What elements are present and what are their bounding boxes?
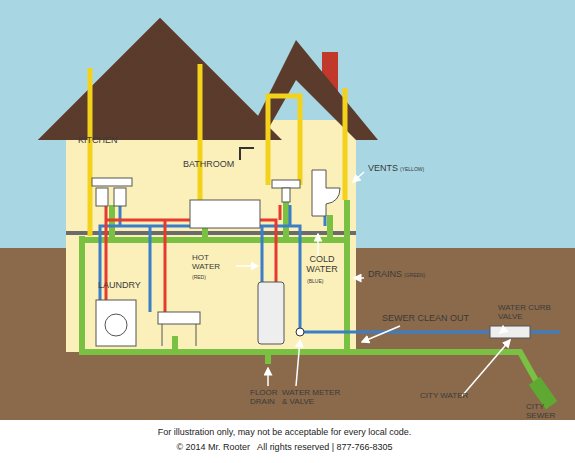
callout-label: VENTS — [368, 164, 398, 174]
callout-label: WATER CURB VALVE — [498, 304, 558, 322]
callout-label: (BLUE) — [307, 279, 323, 285]
callout-label: (GREEN) — [404, 273, 425, 279]
callout-label: COLD WATER — [302, 255, 342, 275]
callout-label: WATER METER & VALVE — [282, 389, 344, 407]
callout-label: SEWER CLEAN OUT — [382, 314, 469, 324]
callout-label: (YELLOW) — [400, 167, 424, 173]
callout-label: (RED) — [192, 275, 206, 281]
callout-label: DRAINS — [368, 270, 402, 280]
callout-label: HOT WATER — [192, 254, 234, 272]
callout-label: CITY WATER — [420, 392, 468, 401]
callout-label: © 2014 Mr. Rooter All rights reserved | … — [0, 443, 572, 453]
callout-label: BATHROOM — [183, 160, 234, 170]
callout-label: LAUNDRY — [98, 281, 141, 291]
callout-label: KITCHEN — [78, 136, 118, 146]
caption: For illustration only, may not be accept… — [0, 428, 572, 438]
callout-label: FLOOR DRAIN — [250, 389, 284, 407]
callout-label: CITY SEWER — [526, 403, 566, 421]
